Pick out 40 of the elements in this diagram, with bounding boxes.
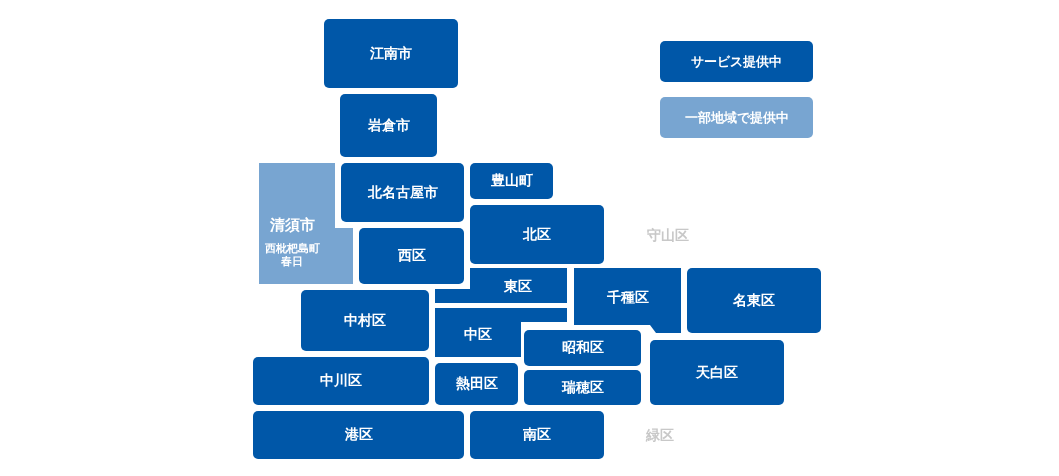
district-name: 清須市: [269, 215, 315, 235]
district-block: [324, 19, 458, 88]
district-block: [470, 163, 553, 199]
district-block: [470, 205, 604, 264]
district-name: 岩倉市: [367, 116, 410, 135]
district-block: [650, 340, 784, 405]
legend-text: サービス提供中: [691, 53, 782, 70]
district-block: [470, 411, 604, 459]
district-block: [341, 163, 464, 222]
district-name: 西区: [397, 247, 426, 265]
district-block: [259, 163, 353, 284]
district-block: [524, 330, 641, 366]
district-block: [435, 363, 518, 405]
district-block: [574, 268, 681, 333]
district-name: 北名古屋市: [367, 183, 438, 202]
district-block: [359, 228, 464, 284]
district-name: 天白区: [696, 363, 738, 382]
district-name: 中川区: [320, 372, 362, 390]
district-name: 中区: [464, 326, 492, 344]
district-name: 熱田区: [455, 375, 498, 393]
district-name: 中村区: [344, 311, 386, 330]
district-block: [253, 357, 429, 405]
district-name: 北区: [523, 225, 551, 244]
district-name: 豊山町: [490, 172, 533, 190]
district-block: [524, 370, 641, 405]
district-block: [687, 268, 821, 333]
district-block: [301, 290, 429, 351]
legend-text: 一部地域で提供中: [684, 109, 789, 126]
sub-area-text: 西枇杷島町春日: [264, 241, 320, 269]
district-name: 江南市: [370, 44, 412, 63]
district-name: 南区: [523, 426, 551, 444]
district-block: [340, 94, 437, 157]
district-name: 千種区: [607, 289, 649, 307]
district-name: 名東区: [733, 291, 775, 310]
district-name: 昭和区: [561, 339, 604, 357]
district-name: 東区: [504, 278, 532, 296]
district-name: 港区: [344, 426, 373, 444]
district-name: 瑞穂区: [561, 378, 604, 397]
district-block: [253, 411, 464, 459]
district-block: [435, 268, 567, 303]
